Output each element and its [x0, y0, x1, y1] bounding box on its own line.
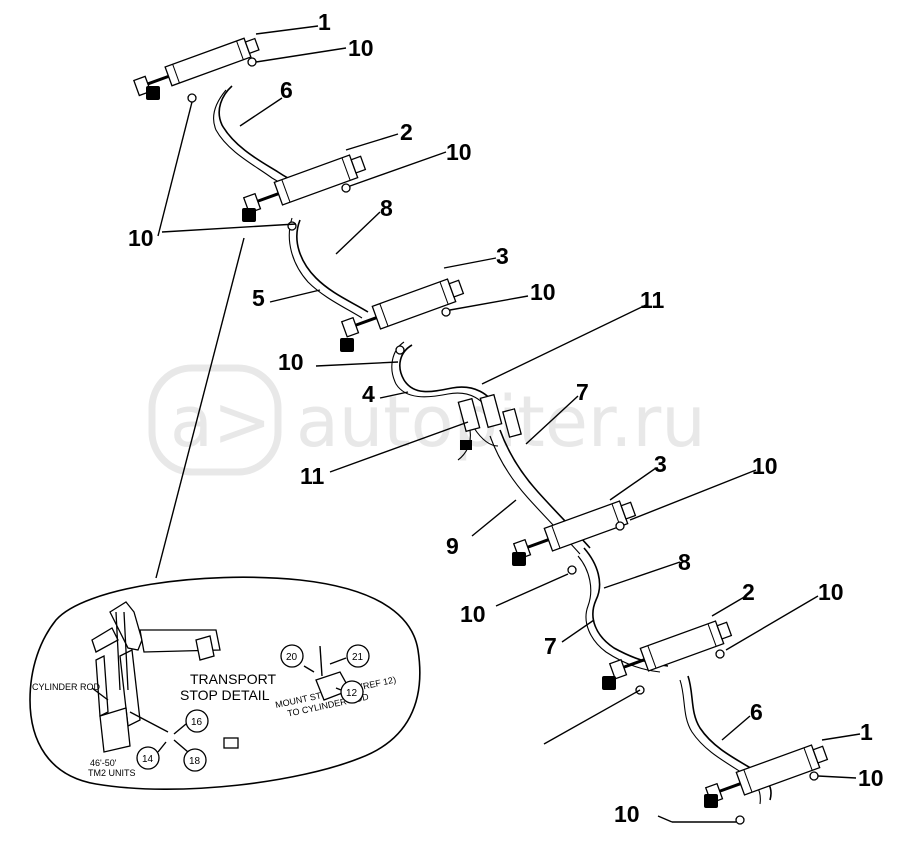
callout-label: 1 — [860, 719, 873, 745]
callout-label: 10 — [348, 35, 374, 61]
watermark: a> autopiter.ru — [148, 364, 706, 476]
watermark-logo: a> — [170, 381, 272, 463]
callout-label: 10 — [614, 801, 640, 827]
part-circle-16: 16 — [185, 709, 209, 733]
detail-title-1: TRANSPORT — [190, 671, 277, 687]
callout-label: 10 — [460, 601, 486, 627]
valve-block — [457, 393, 522, 450]
units-label-1: 46'-50' — [90, 758, 117, 768]
svg-text:18: 18 — [189, 756, 201, 767]
callout-label: 10 — [858, 765, 884, 791]
callout-label: 11 — [640, 287, 665, 313]
callout-label: 7 — [576, 379, 589, 405]
callout-label: 8 — [678, 549, 691, 575]
callout-label: 10 — [128, 225, 154, 251]
callout-label: 10 — [530, 279, 556, 305]
svg-text:20: 20 — [286, 652, 298, 663]
callout-label: 2 — [400, 119, 413, 145]
watermark-logo-frame — [148, 364, 282, 476]
frame-drawing — [91, 601, 221, 753]
cylinder-3-top — [340, 278, 465, 355]
cylinder-rod-label: CYLINDER ROD — [32, 682, 101, 692]
callout-label: 7 — [544, 633, 557, 659]
callout-label: 4 — [362, 381, 375, 407]
callout-label: 3 — [654, 451, 667, 477]
svg-text:12: 12 — [346, 688, 358, 699]
callout-labels: 1 10 6 2 10 8 10 3 10 5 11 10 4 7 11 3 1… — [128, 9, 884, 827]
callout-label: 10 — [818, 579, 844, 605]
units-label-2: TM2 UNITS — [88, 768, 136, 778]
callout-label: 10 — [752, 453, 778, 479]
part-circle-18: 18 — [183, 748, 207, 772]
part-circle-14: 14 — [136, 746, 160, 770]
callout-label: 10 — [278, 349, 304, 375]
svg-text:14: 14 — [142, 754, 154, 765]
callout-label: 11 — [300, 463, 325, 489]
detail-outline — [29, 576, 421, 790]
cylinder-1-top — [133, 37, 260, 103]
cylinder-3-bottom — [512, 500, 637, 575]
svg-text:16: 16 — [191, 717, 203, 728]
transport-stop-detail-inset: CYLINDER ROD 46'-50' TM2 UNITS TRANSPORT… — [29, 576, 421, 790]
callout-label: 3 — [496, 243, 509, 269]
detail-title-2: STOP DETAIL — [180, 687, 270, 703]
callout-label: 10 — [446, 139, 472, 165]
leader-lines — [155, 25, 861, 823]
cylinder-2-top — [242, 154, 367, 231]
callout-label: 2 — [742, 579, 755, 605]
part-circle-20: 20 — [280, 644, 304, 668]
pin-line — [129, 711, 169, 733]
svg-text:21: 21 — [352, 652, 364, 663]
callout-label: 9 — [446, 533, 459, 559]
cylinder-1-bottom — [704, 744, 829, 825]
callout-label: 5 — [252, 285, 265, 311]
callout-label: 1 — [318, 9, 331, 35]
cylinder-2-bottom — [602, 620, 733, 695]
part-circle-21: 21 — [346, 644, 370, 668]
callout-label: 6 — [750, 699, 763, 725]
callout-label: 6 — [280, 77, 293, 103]
decal-icon — [223, 737, 239, 749]
part-circle-12: 12 — [340, 680, 364, 704]
callout-label: 8 — [380, 195, 393, 221]
